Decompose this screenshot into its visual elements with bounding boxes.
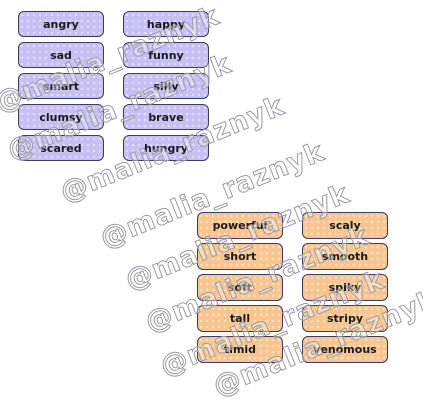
word-card-spiky: spiky — [302, 274, 388, 301]
word-card-funny: funny — [123, 42, 209, 68]
word-card-short: short — [197, 243, 283, 270]
word-card-soft: soft — [197, 274, 283, 301]
word-card-stripy: stripy — [302, 305, 388, 332]
word-card-angry: angry — [18, 11, 104, 37]
word-card-silly: silly — [123, 73, 209, 99]
word-card-scared: scared — [18, 135, 104, 161]
word-card-scaly: scaly — [302, 212, 388, 239]
word-card-smooth: smooth — [302, 243, 388, 270]
word-card-clumsy: clumsy — [18, 104, 104, 130]
word-card-smart: smart — [18, 73, 104, 99]
word-card-venomous: venomous — [302, 336, 388, 363]
word-card-brave: brave — [123, 104, 209, 130]
word-card-hungry: hungry — [123, 135, 209, 161]
word-card-timid: timid — [197, 336, 283, 363]
word-card-happy: happy — [123, 11, 209, 37]
word-card-powerful: powerful — [197, 212, 283, 239]
word-card-sad: sad — [18, 42, 104, 68]
word-card-tall: tall — [197, 305, 283, 332]
